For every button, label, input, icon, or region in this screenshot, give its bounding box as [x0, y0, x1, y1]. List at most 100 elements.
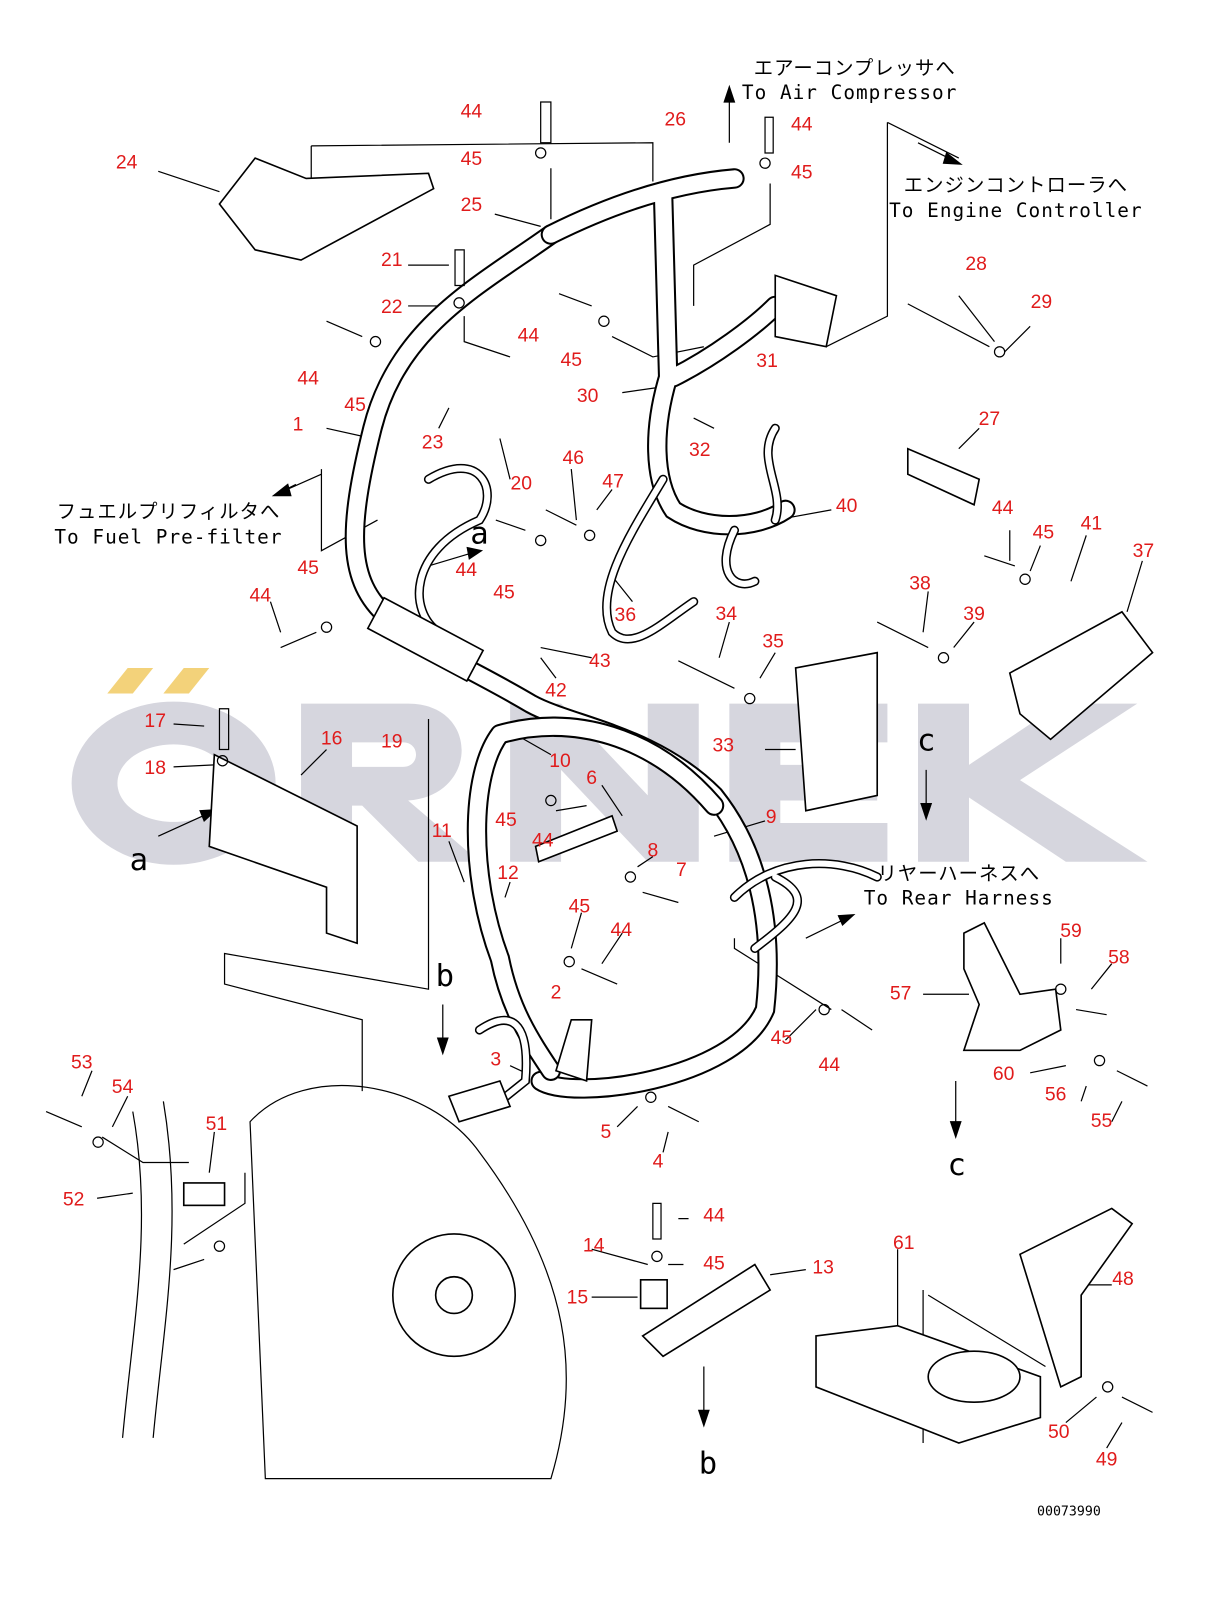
part-number-label: 45 [297, 557, 319, 579]
part-number-label: 12 [497, 862, 519, 884]
part-number-label: 45 [771, 1027, 793, 1049]
drawing-code: 00073990 [1037, 1504, 1101, 1519]
part-number-label: 18 [144, 757, 166, 779]
part-number-label: 4 [653, 1151, 664, 1173]
part-number-label: 44 [703, 1205, 725, 1227]
part-number-label: 46 [563, 447, 585, 469]
ref-letter: a [130, 843, 148, 878]
part-number-label: 55 [1091, 1110, 1113, 1132]
part-number-label: 13 [812, 1257, 834, 1279]
part-number-label: 39 [963, 603, 985, 625]
part-number-label: 28 [965, 253, 987, 275]
part-number-label: 44 [518, 325, 540, 347]
part-number-label: 7 [676, 859, 687, 881]
annotation-en: To Rear Harness [864, 887, 1054, 910]
part-number-label: 43 [589, 650, 611, 672]
part-number-label: 23 [422, 432, 444, 454]
part-number-label: 14 [583, 1234, 605, 1256]
part-number-label: 52 [63, 1188, 85, 1210]
part-number-label: 61 [893, 1232, 915, 1254]
part-number-label: 45 [461, 148, 483, 170]
part-number-label: 40 [836, 495, 858, 517]
part-number-label: 45 [344, 394, 366, 416]
part-number-label: 11 [432, 820, 452, 842]
ref-letter: a [470, 517, 488, 552]
leader-lines [81, 121, 1143, 1449]
part-number-label: 45 [493, 582, 515, 604]
part-number-label: 8 [647, 840, 658, 862]
part-number-label: 44 [249, 585, 271, 607]
part-number-label: 44 [610, 919, 632, 941]
ref-letter: b [699, 1447, 717, 1482]
part-number-label: 38 [909, 572, 931, 594]
part-number-label: 44 [297, 367, 319, 389]
part-number-label: 60 [993, 1063, 1015, 1085]
part-number-label: 22 [381, 296, 403, 318]
part-number-label: 45 [1033, 521, 1055, 543]
annotation-en: To Fuel Pre-filter [54, 526, 282, 549]
annotation-jp: エアーコンプレッサへ [754, 56, 956, 79]
annotation-fuel-prefilter: フュエルプリフィルタへ To Fuel Pre-filter [54, 500, 282, 549]
part-number-label: 27 [979, 408, 1001, 430]
reference-letters: a a c b c b [130, 517, 966, 1482]
part-number-label: 56 [1045, 1083, 1067, 1105]
part-number-label: 6 [586, 767, 597, 789]
part-number-label: 3 [490, 1049, 501, 1071]
part-number-label: 24 [116, 151, 138, 173]
part-number-label: 34 [716, 603, 738, 625]
part-number-label: 44 [461, 100, 483, 122]
ref-letter: c [948, 1148, 966, 1183]
part-number-label: 47 [602, 470, 624, 492]
part-number-label: 25 [461, 194, 483, 216]
part-number-label: 57 [890, 982, 912, 1004]
part-number-label: 21 [381, 249, 403, 271]
part-number-label: 44 [819, 1054, 841, 1076]
part-number-label: 45 [791, 161, 813, 183]
part-number-label: 35 [762, 631, 784, 653]
part-number-label: 2 [551, 981, 562, 1003]
wire-harness [344, 168, 882, 1106]
annotation-en: To Engine Controller [889, 199, 1143, 222]
part-number-label: 33 [712, 735, 734, 757]
part-number-label: 1 [293, 413, 304, 435]
part-number-label: 42 [545, 680, 567, 702]
part-number-label: 29 [1031, 291, 1053, 313]
part-number-label: 16 [321, 727, 343, 749]
annotation-jp: エンジンコントローラへ [904, 174, 1128, 197]
annotation-engine-controller: エンジンコントローラへ To Engine Controller [889, 174, 1143, 222]
part-number-label: 45 [569, 896, 591, 918]
annotation-rear-harness: リヤーハーネスへ To Rear Harness [864, 862, 1054, 910]
part-number-label: 5 [601, 1121, 612, 1143]
part-number-label: 59 [1060, 920, 1082, 942]
part-number-label: 15 [567, 1286, 589, 1308]
part-number-label: 53 [71, 1052, 93, 1074]
annotation-air-compressor: エアーコンプレッサへ To Air Compressor [742, 56, 956, 103]
part-number-label: 44 [532, 829, 554, 851]
part-number-label: 49 [1096, 1448, 1118, 1470]
bolts [45, 101, 1153, 1413]
part-number-label: 44 [455, 559, 477, 581]
part-number-label: 50 [1048, 1421, 1070, 1443]
part-number-label: 54 [112, 1076, 134, 1098]
part-number-label: 58 [1108, 947, 1130, 969]
parts [121, 157, 1154, 1480]
part-number-label: 41 [1081, 512, 1103, 534]
part-number-label: 30 [577, 385, 599, 407]
part-number-label: 45 [703, 1253, 725, 1275]
part-number-label: 44 [992, 497, 1014, 519]
part-number-label: 10 [549, 750, 571, 772]
annotation-jp: フュエルプリフィルタへ [57, 500, 281, 523]
direction-arrows [158, 84, 963, 1428]
part-number-label: 19 [381, 730, 403, 752]
part-number-label: 32 [689, 439, 711, 461]
part-number-label: 26 [665, 108, 687, 130]
part-number-label: 17 [144, 710, 166, 732]
annotation-jp: リヤーハーネスへ [877, 862, 1040, 885]
part-number-label: 44 [791, 114, 813, 136]
ref-letter: c [917, 724, 935, 759]
ref-letter: b [436, 959, 454, 994]
part-number-label: 45 [495, 809, 517, 831]
part-number-label: 36 [615, 604, 637, 626]
